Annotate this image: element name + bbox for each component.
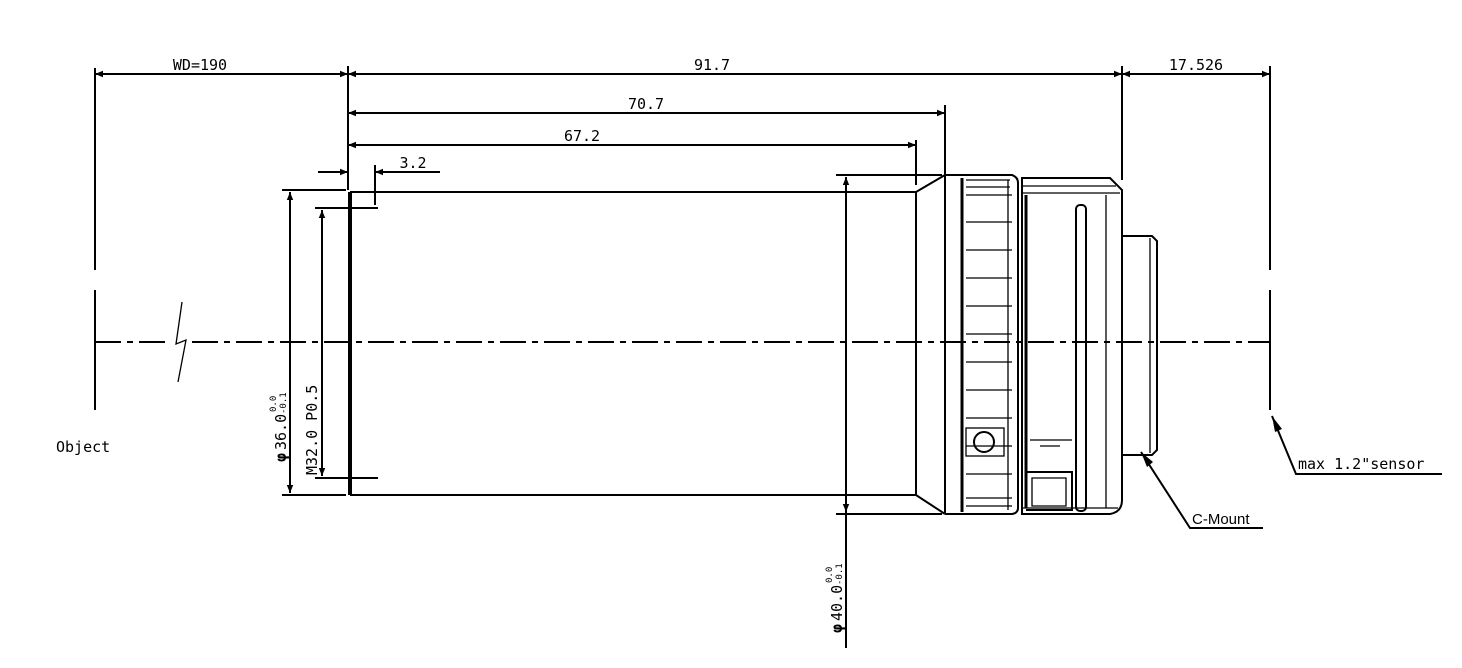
barrel-top	[350, 174, 946, 193]
rear-diameter-text: φ 40.0 0.0 -0.1	[825, 563, 846, 633]
front-tol-upper: 0.0	[269, 396, 279, 412]
focus-ring-outline	[945, 174, 1019, 515]
rear-diameter-label: 40.0	[828, 585, 846, 621]
top-dimensions: WD=190 91.7 17.526 70.7 67.2 3.2	[95, 56, 1270, 176]
flange-distance-label: 17.526	[1169, 56, 1223, 74]
vertical-dimensions: φ 36.0 0.0 -0.1 M32.0 P0.5 φ 40.0 0.0 -0…	[269, 177, 850, 648]
thread-depth-label: 3.2	[399, 154, 426, 172]
c-mount-outline	[1122, 235, 1158, 456]
rear-diameter-symbol: φ	[828, 624, 846, 633]
labels: Object C-Mount max 1.2"sensor	[56, 415, 1442, 529]
body-length-label: 67.2	[564, 127, 600, 145]
center-line	[95, 301, 1270, 383]
lock-screw	[973, 431, 995, 453]
c-mount-leader	[1140, 451, 1263, 529]
c-mount-thread	[1122, 235, 1158, 456]
barrel-bottom	[350, 494, 946, 515]
sensor-leader	[1271, 415, 1442, 475]
overall-length-label: 91.7	[694, 56, 730, 74]
wd-label: WD=190	[173, 56, 227, 74]
break-symbol	[175, 301, 187, 383]
rear-tol-upper: 0.0	[825, 567, 835, 583]
rear-tol-lower: -0.1	[835, 563, 845, 585]
front-diameter-symbol: φ	[272, 453, 290, 462]
mount-latch-inner	[1031, 477, 1067, 507]
thread-text: M32.0 P0.5	[303, 385, 321, 475]
mount-ring	[1021, 177, 1123, 515]
front-diameter-text: φ 36.0 0.0 -0.1	[269, 392, 290, 462]
lens-body	[348, 174, 946, 515]
thread-label: M32.0 P0.5	[303, 385, 321, 475]
focus-ring	[945, 174, 1019, 515]
c-mount-leader-arrow	[1141, 452, 1153, 467]
mount-slot	[1075, 204, 1087, 512]
mount-latch-top	[1030, 439, 1072, 447]
mount-latch	[1026, 471, 1073, 511]
ring-length-label: 70.7	[628, 95, 664, 113]
c-mount-label: C-Mount	[1192, 511, 1250, 528]
front-diameter-label: 36.0	[272, 414, 290, 450]
object-label: Object	[56, 438, 110, 456]
mount-ring-outline	[1021, 177, 1123, 515]
sensor-leader-arrow	[1272, 416, 1282, 432]
front-tol-lower: -0.1	[279, 392, 289, 414]
extension-lines	[94, 66, 1271, 515]
lock-screw-housing	[965, 427, 1005, 457]
sensor-label: max 1.2"sensor	[1298, 455, 1424, 473]
